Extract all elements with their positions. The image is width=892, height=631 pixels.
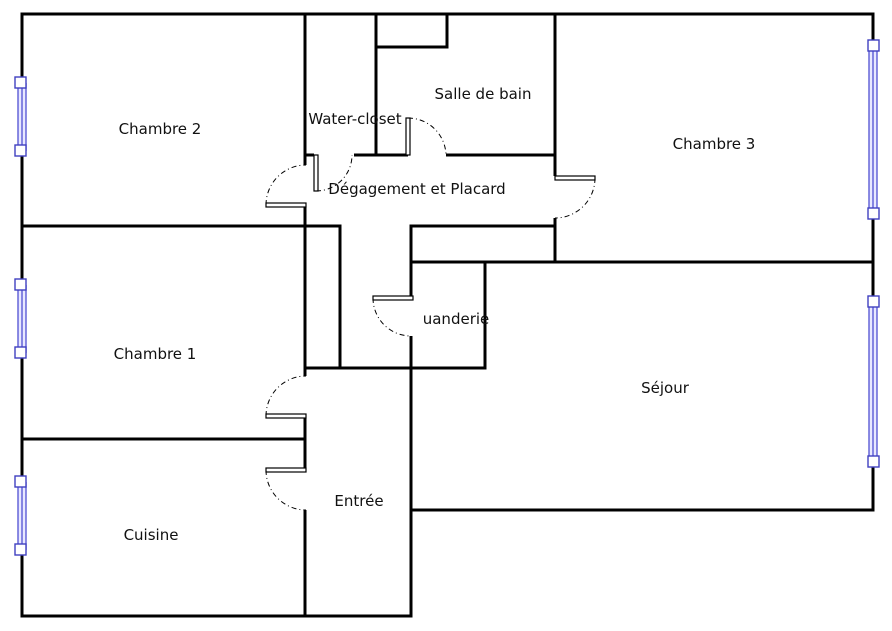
label-salle-de-bain: Salle de bain bbox=[435, 85, 532, 103]
door-water-closet bbox=[313, 152, 354, 192]
door-salle-de-bain bbox=[405, 117, 447, 158]
door-chambre2 bbox=[265, 164, 308, 208]
label-entree: Entrée bbox=[334, 492, 383, 510]
door-cuisine bbox=[265, 467, 308, 511]
door-buanderie bbox=[372, 295, 414, 337]
label-chambre1: Chambre 1 bbox=[114, 345, 197, 363]
label-sejour: Séjour bbox=[641, 379, 690, 397]
window-sejour bbox=[867, 295, 880, 468]
windows bbox=[14, 39, 880, 556]
window-chambre3 bbox=[867, 39, 880, 220]
window-cuisine bbox=[14, 475, 27, 556]
door-chambre1 bbox=[265, 375, 308, 419]
room-labels: Chambre 2 Water-closet Salle de bain Cha… bbox=[114, 85, 756, 544]
label-water-closet: Water-closet bbox=[308, 110, 401, 128]
label-chambre2: Chambre 2 bbox=[119, 120, 202, 138]
window-chambre2 bbox=[14, 76, 27, 157]
window-chambre1 bbox=[14, 278, 27, 359]
label-chambre3: Chambre 3 bbox=[673, 135, 756, 153]
label-degagement: Dégagement et Placard bbox=[328, 180, 505, 198]
door-chambre3 bbox=[552, 175, 596, 219]
label-buanderie: uanderie bbox=[423, 310, 490, 328]
doors bbox=[265, 117, 596, 511]
label-cuisine: Cuisine bbox=[124, 526, 179, 544]
